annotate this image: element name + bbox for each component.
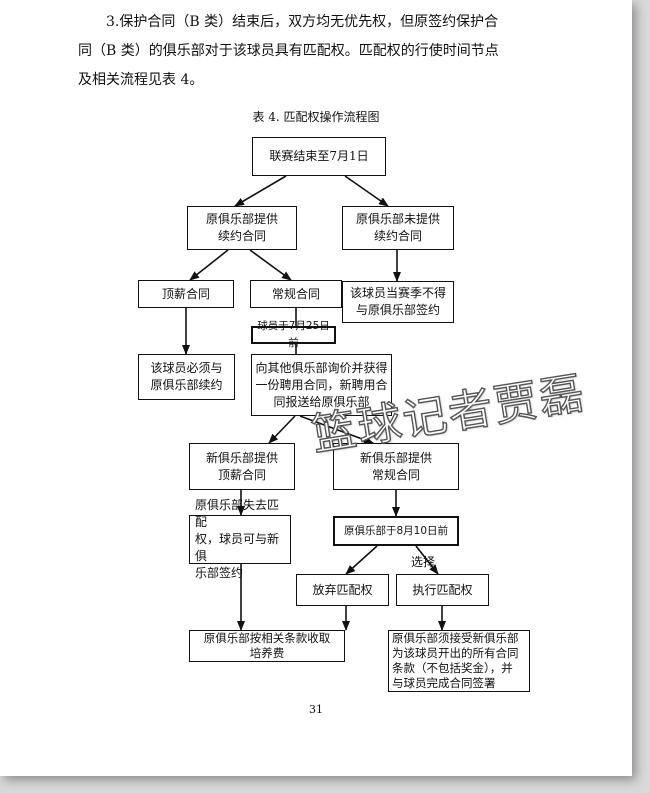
arrow-end-to-no-offer (344, 175, 389, 207)
node-deadline-jul25: 球员于7月25日前 (251, 320, 336, 349)
node-seek-offers: 向其他俱乐部询价并获得一份聘用合同，新聘用合同报送给原俱乐部 (251, 354, 392, 416)
arrow-seek-to-new-max (268, 415, 296, 444)
paragraph-line-2: 同（B 类）的俱乐部对于该球员具有匹配权。匹配权的行使时间节点 (78, 43, 499, 59)
node-deadline-aug10: 原俱乐部于8月10日前 (333, 516, 459, 546)
figure-caption: 表 4. 匹配权操作流程图 (252, 110, 380, 124)
node-cannot-sign: 该球员当赛季不得与原俱乐部签约 (342, 281, 454, 323)
node-compensation: 原俱乐部按相关条款收取培养费 (189, 630, 345, 662)
document-page: 3.保护合同（B 类）结束后，双方均无优先权，但原签约保护合 同（B 类）的俱乐… (0, 0, 632, 776)
node-offer-renewal: 原俱乐部提供续约合同 (187, 206, 297, 250)
node-new-regular: 新俱乐部提供常规合同 (333, 443, 459, 490)
paragraph-line-3: 及相关流程见表 4。 (78, 72, 204, 88)
node-max-contract: 顶薪合同 (138, 280, 234, 308)
node-regular-contract: 常规合同 (250, 280, 342, 308)
paragraph-line-1: 3.保护合同（B 类）结束后，双方均无优先权，但原签约保护合 (106, 14, 499, 30)
node-season-end: 联赛结束至7月1日 (252, 137, 386, 176)
flowchart-connectors (182, 175, 446, 631)
arrow-offer-to-max (189, 249, 229, 281)
node-accept-terms: 原俱乐部须接受新俱乐部为该球员开出的所有合同条款（不包括奖金），并与球员完成合同… (388, 630, 530, 692)
arrow-end-to-offer (234, 175, 287, 207)
node-exercise-rights: 执行匹配权 (396, 574, 489, 606)
arrow-choice-to-waive (345, 545, 378, 575)
node-no-renewal: 原俱乐部未提供续约合同 (342, 206, 454, 250)
arrow-seek-to-new-regular (299, 415, 374, 444)
node-lose-rights: 原俱乐部失去匹配权，球员可与新俱乐部签约 (189, 498, 291, 580)
page-number: 31 (309, 703, 323, 716)
body-paragraph: 3.保护合同（B 类）结束后，双方均无优先权，但原签约保护合 同（B 类）的俱乐… (78, 8, 568, 95)
node-waive-rights: 放弃匹配权 (296, 574, 389, 606)
arrow-choice-to-exercise (415, 545, 439, 575)
node-new-max: 新俱乐部提供顶薪合同 (189, 443, 295, 490)
choice-label: 选择 (411, 555, 436, 569)
arrow-offer-to-regular (249, 249, 292, 281)
node-must-renew: 该球员必须与原俱乐部续约 (138, 354, 235, 400)
